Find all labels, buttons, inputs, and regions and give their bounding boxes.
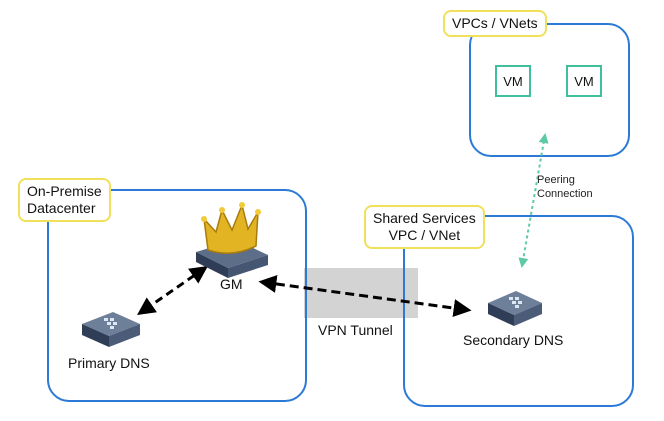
vm-label-2: VM xyxy=(574,73,594,89)
vpcs-vnets-label-text: VPCs / VNets xyxy=(452,15,538,31)
shared-services-label: Shared Services VPC / VNet xyxy=(364,205,485,249)
on-premise-label-line-1: On-Premise xyxy=(27,183,102,199)
shared-services-label-line-1: Shared Services xyxy=(373,210,476,226)
peering-label-line-2: Connection xyxy=(537,188,593,200)
primary-dns-server-icon xyxy=(82,312,140,347)
vm-label-1: VM xyxy=(503,73,523,89)
secondary-dns-label: Secondary DNS xyxy=(463,332,564,348)
gm-crown-server-icon xyxy=(196,202,268,278)
vm-box-1: VM xyxy=(495,65,531,97)
shared-services-label-line-2: VPC / VNet xyxy=(388,227,461,243)
secondary-dns-server-icon xyxy=(488,291,542,326)
peering-connection-label: Peering Connection xyxy=(537,173,593,201)
vpn-tunnel-label: VPN Tunnel xyxy=(318,322,393,338)
peering-link xyxy=(518,133,549,268)
gm-primary-link xyxy=(137,265,208,316)
vpn-tunnel-link xyxy=(258,275,472,317)
vpcs-vnets-label: VPCs / VNets xyxy=(443,10,547,37)
peering-label-line-1: Peering xyxy=(537,174,575,186)
vpcs-vnets-region xyxy=(469,23,630,157)
vm-box-2: VM xyxy=(566,65,602,97)
on-premise-label-line-2: Datacenter xyxy=(27,200,96,216)
primary-dns-label: Primary DNS xyxy=(68,355,150,371)
gm-label: GM xyxy=(220,276,243,292)
on-premise-label: On-Premise Datacenter xyxy=(18,178,111,222)
